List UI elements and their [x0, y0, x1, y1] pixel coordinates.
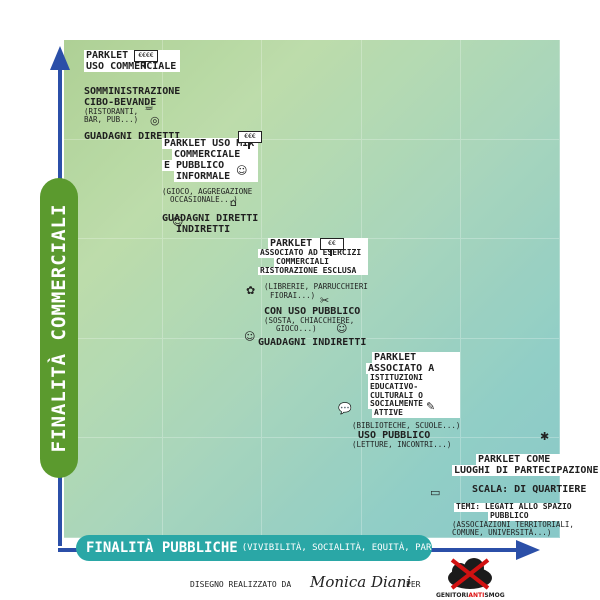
y-axis-label-pill	[40, 178, 78, 478]
block-note-line: OCCASIONALE...)	[170, 195, 238, 205]
x-axis-arrow-icon	[516, 540, 540, 560]
block-title-line: E PUBBLICO	[162, 160, 259, 171]
block-note-line: (LIBRERIE, PARRUCCHIERI	[264, 282, 368, 292]
block-title-line: PARKLET	[268, 238, 368, 249]
price-sign-icon: €€€€	[134, 50, 158, 62]
block-uso-commerciale: PARKLET USO COMMERCIALE SOMMINISTRAZIONE…	[84, 50, 181, 142]
block-gain: GUADAGNI DIRETTI	[84, 130, 181, 142]
smile-icon: ☺	[172, 215, 184, 228]
block-note-line: (ASSOCIAZIONI TERRITORIALI,	[452, 519, 574, 529]
block-body-line: USO PUBBLICO	[358, 430, 431, 442]
credit-prefix: DISEGNO REALIZZATO DA	[190, 580, 292, 589]
scissors-doodle-icon: ✂	[320, 294, 330, 307]
block-body-line: SCALA: DI QUARTIERE	[472, 484, 587, 495]
block-note-line: (GIOCO, AGGREGAZIONE	[162, 187, 253, 196]
block-body-line: TEMI: LEGATI ALLO SPAZIO	[454, 502, 600, 512]
block-istituzioni: PARKLET ASSOCIATO A ISTITUZIONI EDUCATIV…	[352, 352, 461, 450]
block-title-line: COMMERCIALI	[274, 257, 368, 267]
quadrant-background	[64, 40, 560, 538]
coins-icon: ◎	[150, 114, 160, 127]
block-note-line: COMUNE, UNIVERSITÀ...)	[452, 527, 552, 537]
block-body-line: CON USO PUBBLICO	[264, 305, 361, 317]
block-partecipazione: PARKLET COME LUOGHI DI PARTECIPAZIONE SC…	[452, 454, 600, 537]
block-body-line: PUBBLICO	[488, 511, 600, 521]
block-title-line: PARKLET USO MIX	[162, 138, 259, 149]
block-note-line: BAR, PUB...)	[84, 115, 139, 125]
block-title-line: ISTITUZIONI	[368, 373, 461, 383]
credit-author: Monica Diani	[310, 573, 412, 591]
block-gain: INDIRETTI	[176, 223, 231, 235]
block-title-line: USO COMMERCIALE	[84, 61, 181, 72]
block-note-line: (BIBLIOTECHE, SCUOLE...)	[352, 420, 461, 430]
flower-doodle-icon: ✿	[246, 284, 256, 297]
table-doodle-icon: ⌂	[230, 196, 237, 209]
block-uso-mix: PARKLET USO MIX COMMERCIALE E PUBBLICO I…	[162, 138, 259, 235]
block-title-line: LUOGHI DI PARTECIPAZIONE	[452, 465, 600, 476]
block-gain: GUADAGNI INDIRETTI	[258, 337, 367, 349]
x-axis-sublabel: (VIVIBILITÀ, SOCIALITÀ, EQUITÀ, PARTECIP…	[241, 543, 432, 553]
block-note-line: GIOCO...)	[276, 324, 317, 334]
block-title-line: RISTORAZIONE ESCLUSA	[258, 266, 368, 276]
price-sign-icon: €€	[320, 238, 344, 250]
x-axis-label-pill: FINALITÀ PUBBLICHE (VIVIBILITÀ, SOCIALIT…	[76, 535, 432, 561]
smile-icon: ☺	[336, 322, 348, 335]
y-axis-label: FINALITÀ COMMERCIALI	[48, 203, 70, 453]
block-title-line: SOCIALMENTE	[368, 400, 461, 410]
block-title-line: PARKLET COME	[476, 454, 600, 465]
sign-post-icon	[248, 143, 250, 149]
block-title-line: PARKLET	[372, 352, 461, 363]
sign-post-icon	[330, 250, 332, 256]
block-title-line: INFORMALE	[174, 171, 259, 182]
block-title-line: COMMERCIALE	[172, 149, 259, 160]
block-gain: GUADAGNI DIRETTI	[162, 212, 259, 224]
smile-icon: ☺	[244, 330, 256, 343]
people-doodle-icon: ☺	[236, 164, 248, 177]
block-note-line: (SOSTA, CHIACCHIERE,	[264, 315, 355, 325]
block-note-line: FIORAI...)	[270, 290, 316, 300]
block-title-line: PARKLET	[84, 50, 181, 61]
block-esercizi-commerciali: PARKLET ASSOCIATO AD ESERCIZI COMMERCIAL…	[258, 238, 368, 348]
tools-doodle-icon: ✱	[540, 430, 550, 443]
block-note-line: (LETTURE, INCONTRI...)	[352, 440, 452, 450]
credit-suffix: PER	[406, 580, 421, 589]
book-doodle-icon: ✎	[426, 400, 436, 413]
sign-post-icon	[144, 62, 146, 68]
board-doodle-icon: ▭	[430, 486, 441, 499]
speech-bubble-icon: 💬	[338, 402, 352, 415]
y-axis-arrow-icon	[50, 46, 70, 70]
block-title-line: EDUCATIVO-	[368, 382, 461, 392]
block-title-line: ATTIVE	[372, 408, 461, 418]
x-axis-label: FINALITÀ PUBBLICHE	[86, 540, 238, 556]
genitori-antismog-logo-icon	[448, 558, 492, 590]
block-body-line: SOMMINISTRAZIONE	[84, 86, 181, 97]
block-title-line: CULTURALI O	[368, 391, 461, 401]
price-sign-icon: €€€	[238, 131, 262, 143]
block-body-line: CIBO-BEVANDE	[84, 97, 157, 108]
logo-wordmark: GENITORIANTISMOG	[436, 592, 505, 599]
block-note-line: (RISTORANTI,	[84, 107, 139, 116]
food-doodle-icon: ☕	[144, 100, 154, 113]
block-title-line: ASSOCIATO A	[366, 363, 461, 374]
block-title-line: ASSOCIATO AD ESERCIZI	[258, 248, 368, 258]
